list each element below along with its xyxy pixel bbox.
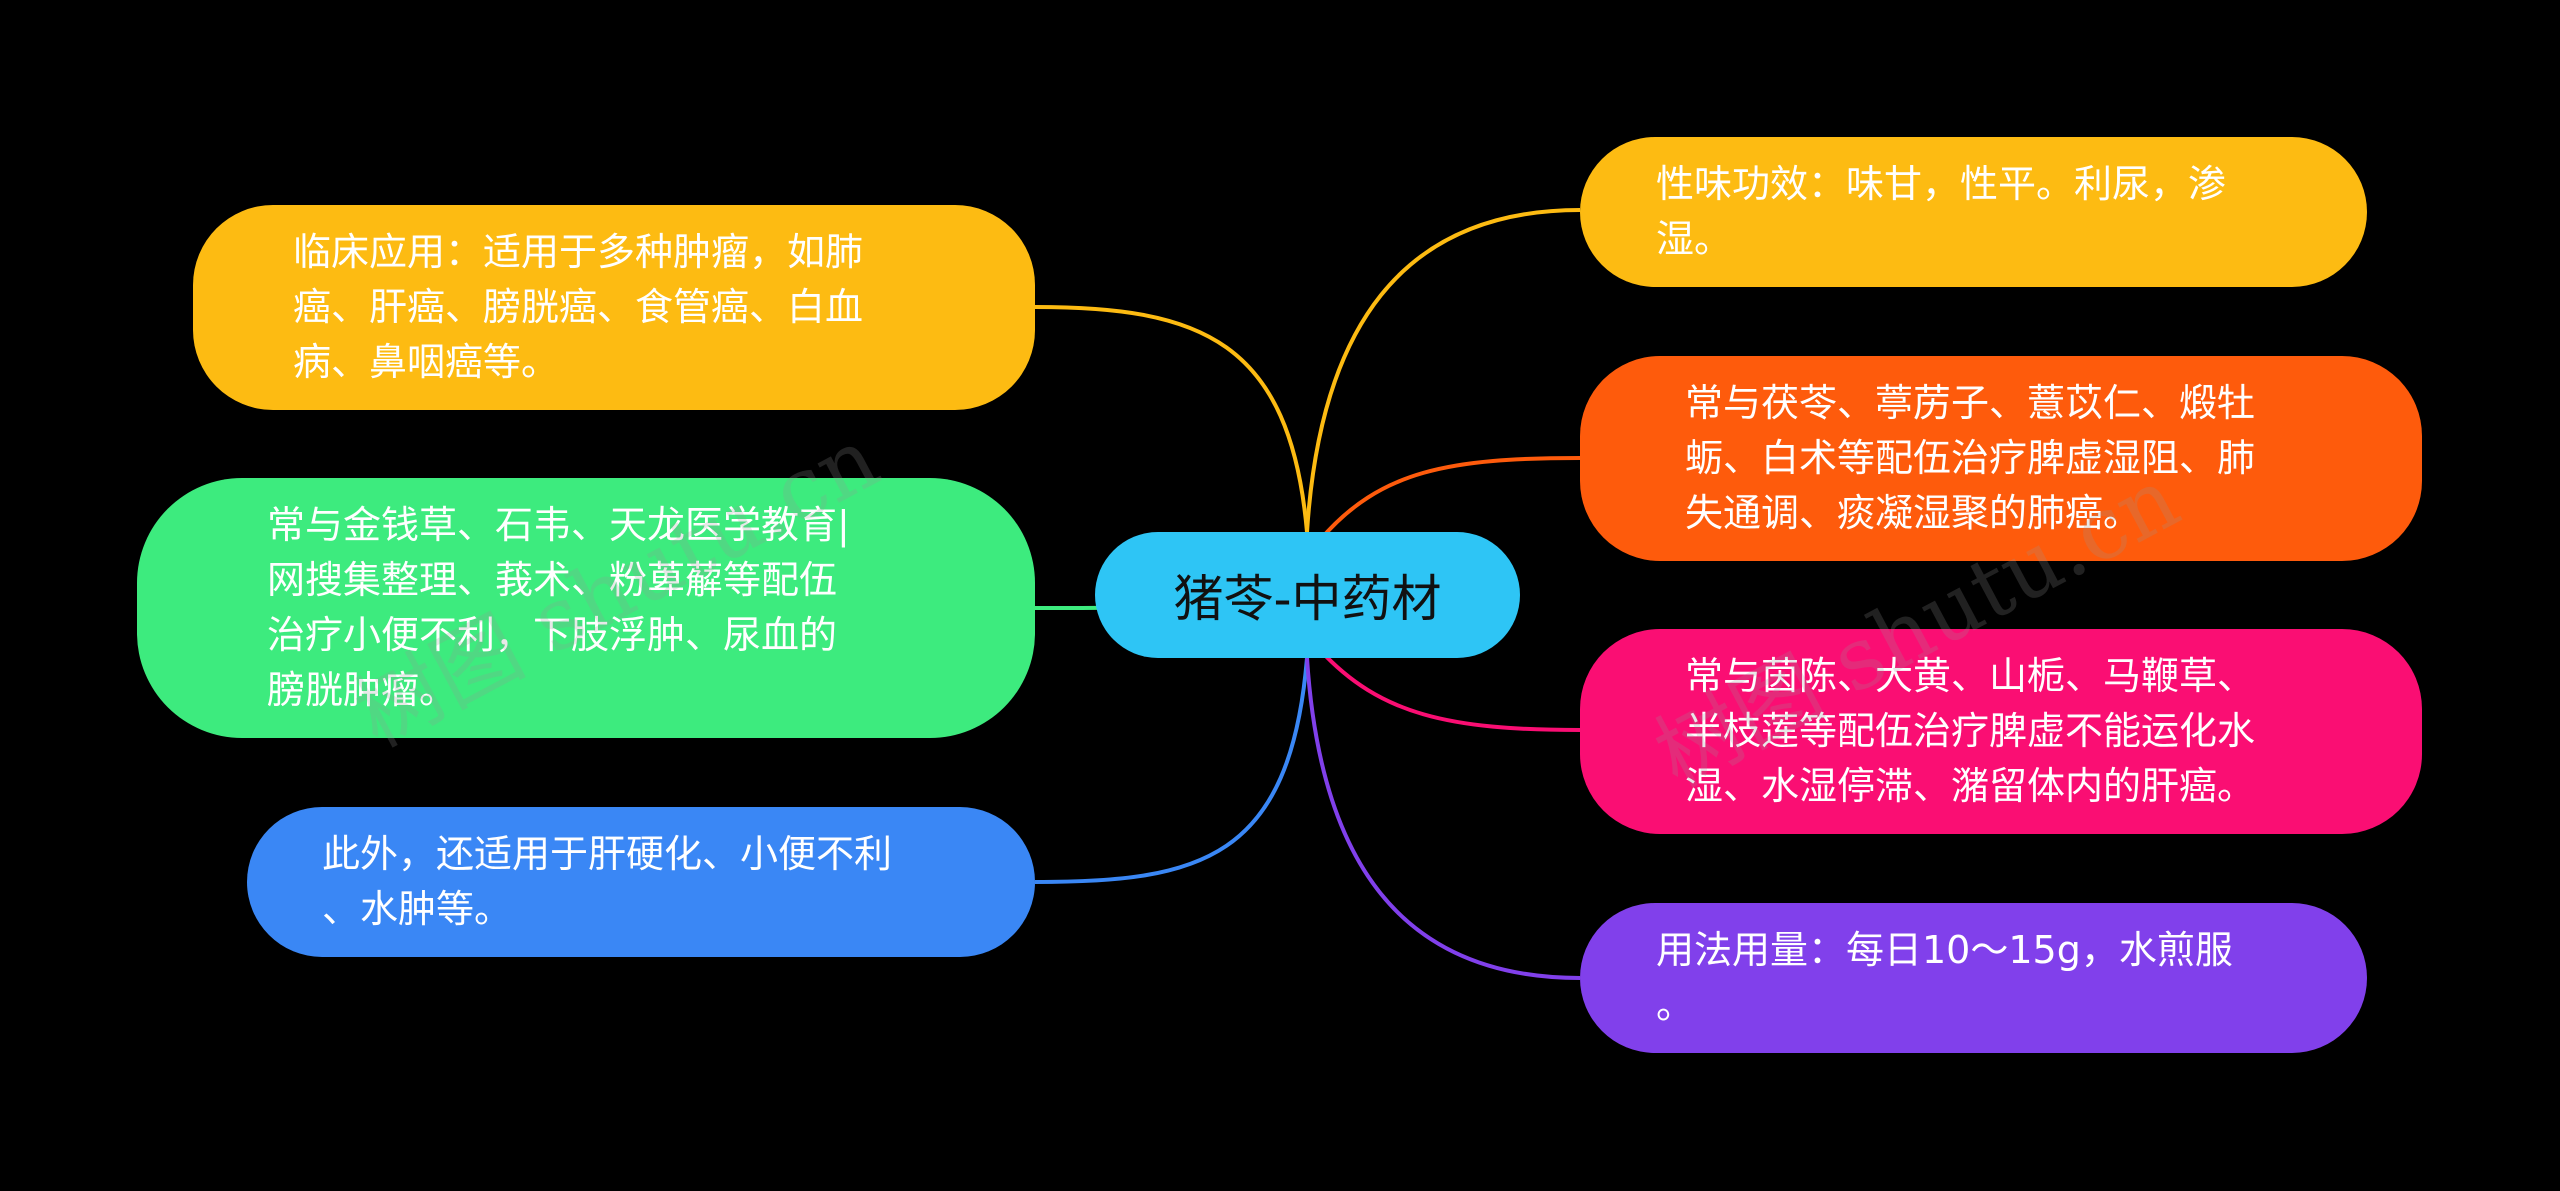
text-line: 癌、肝癌、膀胱癌、食管癌、白血 [293, 285, 864, 329]
node-bladder-tumor[interactable]: 常与金钱草、石韦、天龙医学教育| 网搜集整理、莪术、粉萆薢等配伍 治疗小便不利，… [137, 478, 1035, 738]
node-properties-effects[interactable]: 性味功效：味甘，性平。利尿，渗 湿。 [1580, 137, 2367, 287]
text-line: 湿。 [1656, 217, 1733, 261]
node-dosage[interactable]: 用法用量：每日10～15g，水煎服 。 [1580, 903, 2367, 1053]
text-line: 治疗小便不利，下肢浮肿、尿血的 [267, 613, 838, 657]
node-other-uses-text: 此外，还适用于肝硬化、小便不利 、水肿等。 [322, 827, 892, 937]
text-line: 常与茯苓、葶苈子、薏苡仁、煅牡 [1685, 381, 2256, 425]
connector-left-liver-cirrhosis [1034, 657, 1309, 884]
text-line: 膀胱肿瘤。 [267, 668, 458, 712]
text-line: 。 [1656, 983, 1695, 1027]
text-line: 失通调、痰凝湿聚的肺癌。 [1685, 491, 2142, 535]
node-lung-cancer-text: 常与茯苓、葶苈子、薏苡仁、煅牡 蛎、白术等配伍治疗脾虚湿阻、肺 失通调、痰凝湿聚… [1685, 376, 2255, 541]
central-topic[interactable]: 猪苓-中药材 [1095, 532, 1520, 658]
text-line: 病、鼻咽癌等。 [293, 340, 560, 384]
text-line: 此外，还适用于肝硬化、小便不利 [322, 832, 893, 876]
node-dosage-text: 用法用量：每日10～15g，水煎服 。 [1656, 923, 2233, 1033]
node-other-uses[interactable]: 此外，还适用于肝硬化、小便不利 、水肿等。 [247, 807, 1035, 957]
text-line: 用法用量：每日10～15g，水煎服 [1656, 928, 2233, 972]
connector-right-liver-cancer [1318, 648, 1581, 732]
node-lung-cancer[interactable]: 常与茯苓、葶苈子、薏苡仁、煅牡 蛎、白术等配伍治疗脾虚湿阻、肺 失通调、痰凝湿聚… [1580, 356, 2422, 561]
node-clinical-application-text: 临床应用：适用于多种肿瘤，如肺 癌、肝癌、膀胱癌、食管癌、白血 病、鼻咽癌等。 [293, 225, 863, 390]
node-bladder-tumor-text: 常与金钱草、石韦、天龙医学教育| 网搜集整理、莪术、粉萆薢等配伍 治疗小便不利，… [267, 498, 850, 718]
node-clinical-application[interactable]: 临床应用：适用于多种肿瘤，如肺 癌、肝癌、膀胱癌、食管癌、白血 病、鼻咽癌等。 [193, 205, 1035, 410]
connector-right-dosage [1305, 657, 1581, 980]
text-line: 蛎、白术等配伍治疗脾虚湿阻、肺 [1685, 436, 2256, 480]
connector-right-lung-cancer [1318, 456, 1581, 542]
node-liver-cancer-text: 常与茵陈、大黄、山栀、马鞭草、 半枝莲等配伍治疗脾虚不能运化水 湿、水湿停滞、潴… [1685, 649, 2255, 814]
text-line: 常与茵陈、大黄、山栀、马鞭草、 [1685, 654, 2256, 698]
text-line: 性味功效：味甘，性平。利尿，渗 [1656, 162, 2227, 206]
text-line: 网搜集整理、莪术、粉萆薢等配伍 [267, 558, 838, 602]
text-line: 半枝莲等配伍治疗脾虚不能运化水 [1685, 709, 2256, 753]
node-properties-effects-text: 性味功效：味甘，性平。利尿，渗 湿。 [1656, 157, 2226, 267]
text-line: 湿、水湿停滞、潴留体内的肝癌。 [1685, 764, 2256, 808]
text-line: 临床应用：适用于多种肿瘤，如肺 [293, 230, 864, 274]
central-topic-label: 猪苓-中药材 [1173, 570, 1442, 628]
connector-left-clinical [1034, 305, 1309, 533]
connector-right-properties [1305, 208, 1581, 533]
node-liver-cancer[interactable]: 常与茵陈、大黄、山栀、马鞭草、 半枝莲等配伍治疗脾虚不能运化水 湿、水湿停滞、潴… [1580, 629, 2422, 834]
text-line: 、水肿等。 [322, 887, 513, 931]
text-line: 常与金钱草、石韦、天龙医学教育| [267, 503, 850, 547]
